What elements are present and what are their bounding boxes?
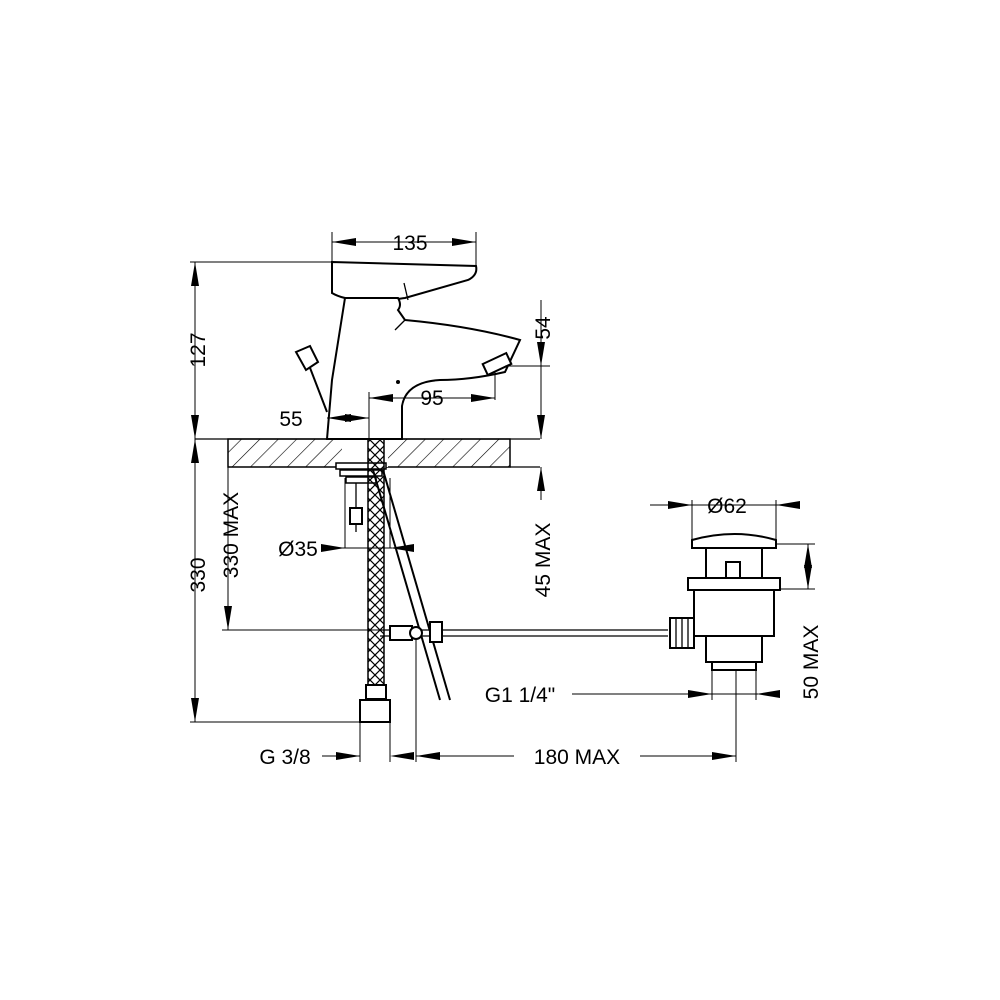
- label-rod-length-max: 180 MAX: [534, 746, 620, 769]
- label-supply-length-max: 330 MAX: [220, 492, 243, 578]
- faucet-body: [325, 260, 522, 440]
- label-supply-thread: G 3/8: [259, 746, 310, 769]
- popup-linkage: [372, 469, 668, 701]
- label-handle-length: 135: [392, 232, 427, 255]
- label-waste-height-max: 50 MAX: [800, 625, 823, 700]
- dimension-lines: [190, 232, 815, 762]
- label-hole-diameter: Ø35: [278, 538, 318, 561]
- supply-hose: [335, 438, 391, 723]
- dimension-labels: 135 127 54 95 55 Ø35 330 MAX 330 45 MAX …: [187, 232, 823, 769]
- label-axis-offset: 55: [279, 408, 302, 431]
- waste-drain: [669, 533, 781, 671]
- label-spout-reach: 95: [420, 387, 443, 410]
- label-supply-length: 330: [187, 557, 210, 592]
- label-total-height: 127: [187, 332, 210, 367]
- label-waste-thread: G1 1/4": [485, 684, 556, 707]
- lift-rod: [294, 344, 328, 413]
- label-waste-diameter: Ø62: [707, 495, 747, 518]
- label-outlet-height: 54: [532, 316, 555, 340]
- label-deck-thickness-max: 45 MAX: [532, 523, 555, 598]
